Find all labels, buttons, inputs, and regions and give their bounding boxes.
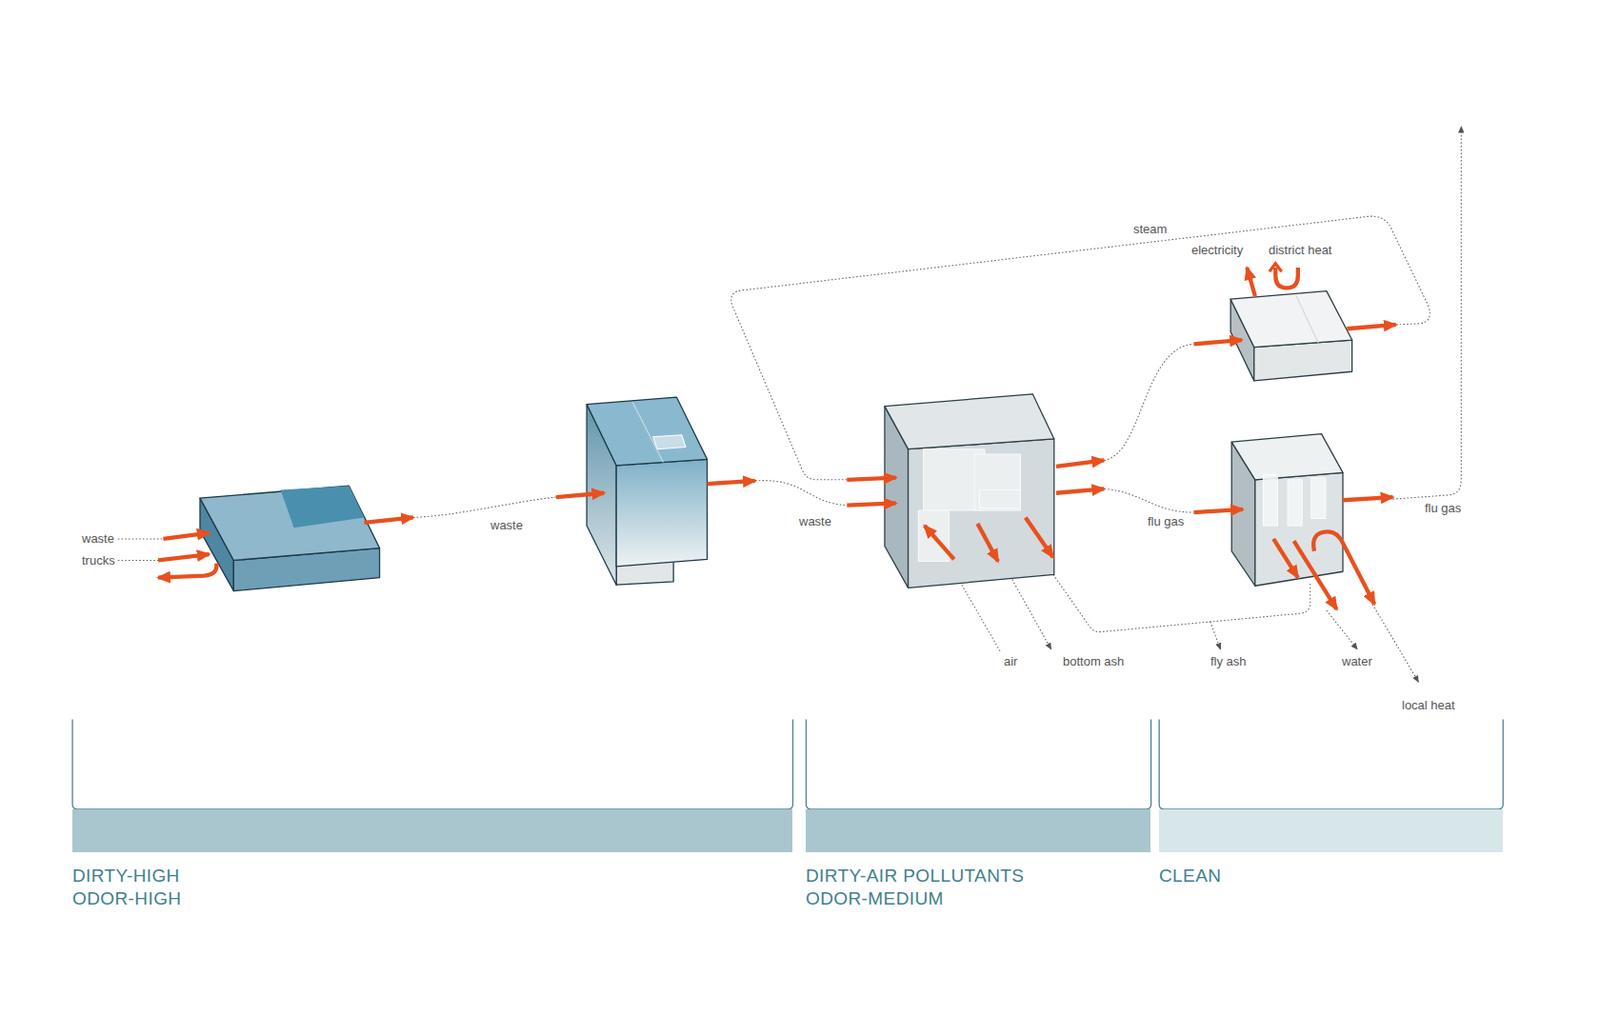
flow-arrows	[158, 263, 1397, 610]
bunker-box	[586, 397, 707, 585]
flow-label: local heat	[1400, 698, 1458, 713]
flow-label: waste	[488, 518, 525, 533]
flow-label: steam	[1131, 221, 1169, 237]
flow-label: waste	[80, 531, 117, 546]
zone-label: ODOR-HIGH	[72, 888, 181, 910]
flow-label: waste	[797, 514, 834, 529]
furnace-box	[884, 394, 1055, 589]
turbine-box	[1230, 291, 1353, 381]
flow-label: electricity	[1189, 242, 1245, 258]
zone-label: DIRTY-HIGH	[72, 865, 180, 887]
reception-box	[200, 485, 380, 591]
zone-band: CLEAN	[1159, 809, 1503, 853]
flow-label: fly ash	[1208, 654, 1249, 669]
zone-label: CLEAN	[1159, 865, 1221, 887]
flow-label: air	[1001, 654, 1020, 669]
zone-band: DIRTY-AIR POLLUTANTSODOR-MEDIUM	[805, 809, 1151, 853]
flow-label: trucks	[80, 553, 118, 568]
dotted-flow-lines	[114, 126, 1461, 682]
flow-label: district heat	[1266, 242, 1334, 258]
zone-label: ODOR-MEDIUM	[805, 888, 944, 910]
flow-label: flu gas	[1145, 514, 1186, 529]
zone-brackets	[72, 720, 1503, 810]
flow-label: bottom ash	[1060, 654, 1126, 669]
zone-band: DIRTY-HIGHODOR-HIGH	[72, 809, 793, 853]
zone-label: DIRTY-AIR POLLUTANTS	[805, 865, 1024, 887]
flow-label: flu gas	[1422, 500, 1463, 516]
flow-label: water	[1340, 654, 1375, 669]
flue-gas-cleaning-box	[1231, 434, 1343, 587]
